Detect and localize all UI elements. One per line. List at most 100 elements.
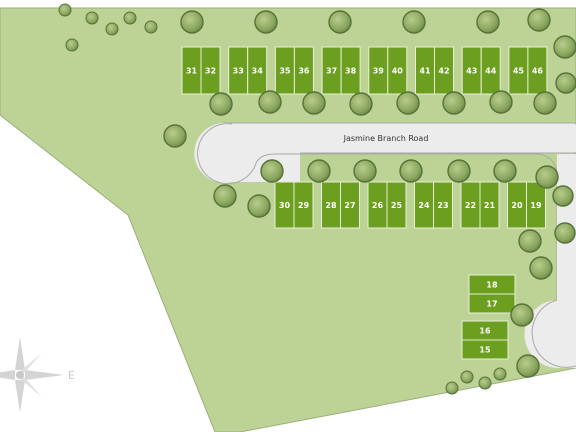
lot-36[interactable]: 36: [293, 46, 314, 95]
tree: [349, 92, 373, 116]
lot-17[interactable]: 17: [468, 293, 516, 314]
compass-east-label: E: [68, 369, 75, 382]
tree: [123, 11, 137, 25]
tree: [105, 22, 119, 36]
road: Jasmine Branch Road: [194, 122, 576, 369]
tree: [399, 159, 423, 183]
tree: [518, 229, 542, 253]
lot-44[interactable]: 44: [480, 46, 501, 95]
lot-22[interactable]: 22: [460, 181, 481, 229]
compass-point-west: [0, 370, 15, 380]
lot-32[interactable]: 32: [200, 46, 221, 95]
compass-point-north: [15, 337, 25, 370]
lot-parcel: [461, 339, 509, 360]
lot-15[interactable]: 15: [461, 339, 509, 360]
lot-number: 38: [345, 67, 357, 76]
lot-number: 23: [437, 201, 448, 210]
tree: [493, 159, 517, 183]
tree: [529, 256, 553, 280]
tree: [302, 91, 326, 115]
tree: [527, 8, 551, 32]
lot-20[interactable]: 20: [507, 181, 527, 229]
lot-41[interactable]: 41: [415, 46, 435, 95]
lot-parcel: [527, 46, 548, 95]
road-overlay: [240, 125, 576, 152]
lot-34[interactable]: 34: [247, 46, 268, 95]
tree: [460, 370, 474, 384]
lot-parcel: [293, 46, 314, 95]
tree: [555, 72, 576, 94]
lot-number: 29: [298, 201, 310, 210]
lot-39[interactable]: 39: [368, 46, 389, 95]
lot-number: 20: [511, 201, 523, 210]
compass-point-ne: [19, 353, 42, 374]
lot-parcel: [293, 181, 314, 229]
tree: [144, 20, 158, 34]
tree: [213, 184, 237, 208]
lot-45[interactable]: 45: [508, 46, 529, 95]
lot-number: 31: [186, 67, 198, 76]
lot-parcel: [468, 293, 516, 314]
cul-de-sac-east-edge: [531, 299, 576, 368]
lot-19[interactable]: 19: [526, 181, 546, 229]
compass-point-se: [19, 376, 42, 397]
lot-parcel: [480, 46, 501, 95]
lot-40[interactable]: 40: [387, 46, 408, 95]
tree: [552, 185, 574, 207]
lot-35[interactable]: 35: [274, 46, 295, 95]
lot-number: 42: [438, 67, 449, 76]
lot-number: 43: [466, 67, 477, 76]
trees: [58, 3, 576, 395]
tree: [554, 222, 576, 244]
lot-18[interactable]: 18: [468, 274, 516, 295]
lot-parcel: [386, 181, 407, 229]
lot-parcel: [479, 181, 500, 229]
lot-number: 24: [418, 201, 430, 210]
lot-number: 35: [279, 67, 291, 76]
tree: [396, 91, 420, 115]
tree: [510, 303, 534, 327]
lot-33[interactable]: 33: [228, 46, 249, 95]
lot-24[interactable]: 24: [414, 181, 434, 229]
lot-31[interactable]: 31: [181, 46, 202, 95]
tree: [489, 90, 513, 114]
tree: [65, 38, 79, 52]
lot-38[interactable]: 38: [340, 46, 361, 95]
lot-37[interactable]: 37: [321, 46, 342, 95]
lot-number: 17: [486, 300, 497, 309]
lot-42[interactable]: 42: [434, 46, 454, 95]
lot-parcel: [340, 181, 360, 229]
lot-number: 40: [392, 67, 404, 76]
lot-number: 25: [391, 201, 403, 210]
tree: [254, 10, 278, 34]
lot-46[interactable]: 46: [527, 46, 548, 95]
lot-number: 28: [325, 201, 337, 210]
lot-28[interactable]: 28: [321, 181, 341, 229]
lot-43[interactable]: 43: [461, 46, 482, 95]
tree: [476, 10, 500, 34]
tree: [163, 124, 187, 148]
lot-number: 33: [233, 67, 244, 76]
lot-parcel: [340, 46, 361, 95]
lot-number: 15: [479, 346, 491, 355]
lot-parcel: [526, 181, 546, 229]
lot-27[interactable]: 27: [340, 181, 360, 229]
lot-number: 44: [485, 67, 497, 76]
tree: [209, 92, 233, 116]
lot-number: 26: [372, 201, 384, 210]
east-lot-group: 18 17 16 15: [461, 274, 516, 360]
lot-23[interactable]: 23: [433, 181, 453, 229]
lot-number: 21: [484, 201, 496, 210]
tree: [353, 159, 377, 183]
lot-number: 37: [326, 67, 337, 76]
tree: [402, 10, 426, 34]
tree: [58, 3, 72, 17]
lot-16[interactable]: 16: [461, 320, 509, 341]
lot-30[interactable]: 30: [274, 181, 295, 229]
lot-25[interactable]: 25: [386, 181, 407, 229]
lot-29[interactable]: 29: [293, 181, 314, 229]
lot-parcel: [247, 46, 268, 95]
lot-21[interactable]: 21: [479, 181, 500, 229]
lot-26[interactable]: 26: [367, 181, 388, 229]
